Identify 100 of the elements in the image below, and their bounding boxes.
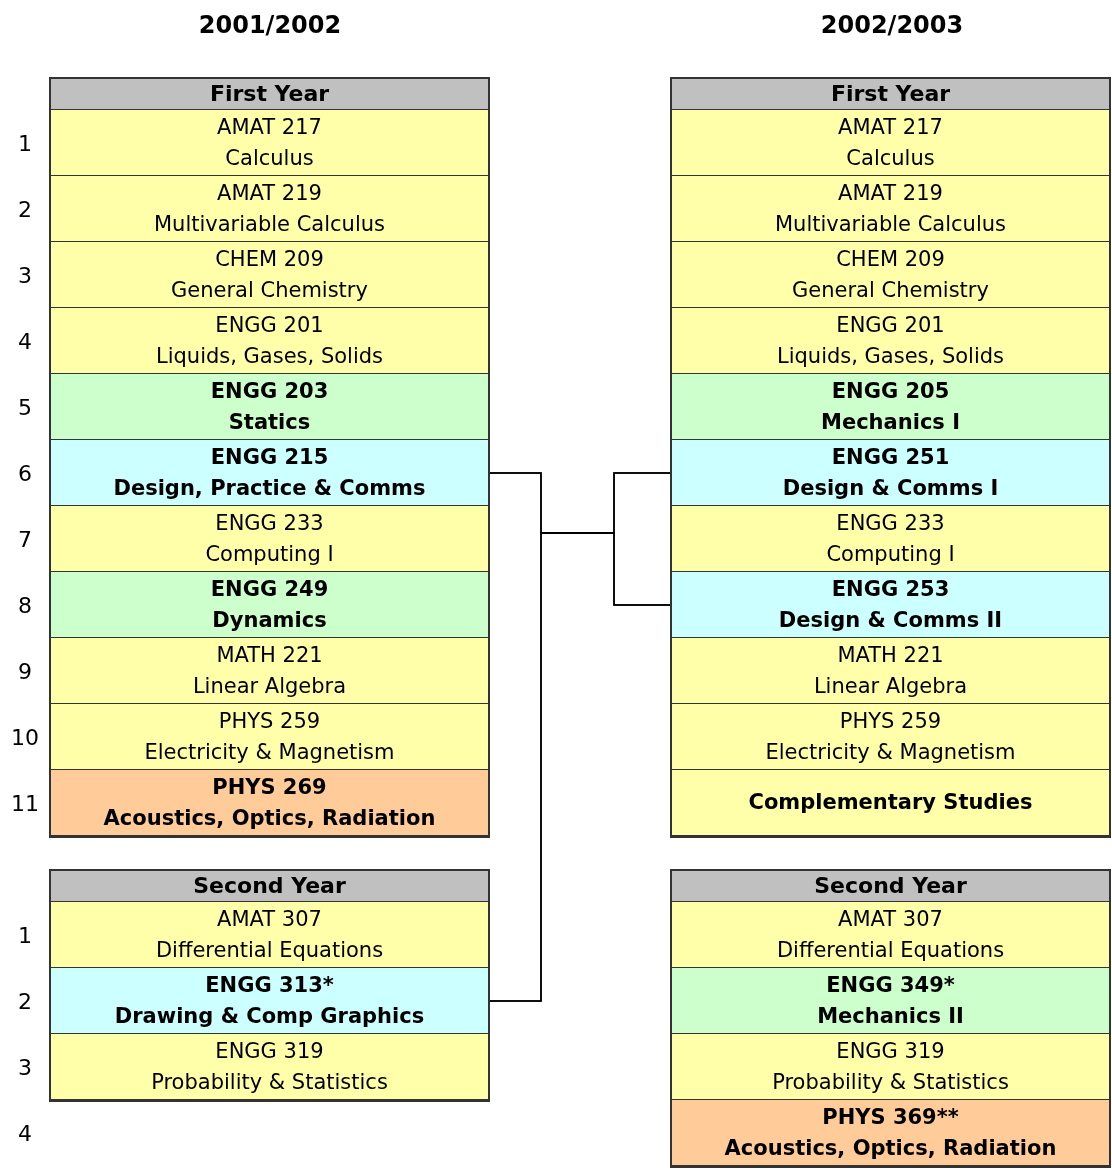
row-number: 10 bbox=[11, 723, 39, 752]
course-cell bbox=[672, 572, 1109, 638]
course-code: MATH 221 bbox=[216, 641, 323, 669]
course-cell bbox=[672, 704, 1109, 770]
table-heading: Second Year bbox=[51, 871, 488, 902]
course-code: AMAT 217 bbox=[838, 113, 943, 141]
course-title: Design & Comms I bbox=[782, 474, 999, 502]
course-code: ENGG 349* bbox=[826, 971, 955, 999]
row-number: 4 bbox=[18, 327, 32, 356]
course-title: Mechanics II bbox=[817, 1002, 964, 1030]
course-title: Computing I bbox=[205, 540, 334, 568]
course-code: ENGG 233 bbox=[215, 509, 324, 537]
row-number: 11 bbox=[11, 789, 39, 818]
course-cell bbox=[672, 506, 1109, 572]
course-cell bbox=[672, 1034, 1109, 1100]
course-title: Design, Practice & Comms bbox=[113, 474, 426, 502]
course-title: Computing I bbox=[826, 540, 955, 568]
course-title: Drawing & Comp Graphics bbox=[114, 1002, 425, 1030]
course-title: Calculus bbox=[846, 144, 935, 172]
course-code: AMAT 219 bbox=[217, 179, 322, 207]
course-title: Probability & Statistics bbox=[151, 1068, 388, 1096]
course-title: Electricity & Magnetism bbox=[765, 738, 1016, 766]
course-title: Liquids, Gases, Solids bbox=[155, 342, 383, 370]
course-code: AMAT 307 bbox=[838, 905, 943, 933]
course-title: Probability & Statistics bbox=[772, 1068, 1009, 1096]
course-code: ENGG 201 bbox=[215, 311, 324, 339]
course-cell bbox=[672, 176, 1109, 242]
course-code: CHEM 209 bbox=[215, 245, 324, 273]
course-code: PHYS 259 bbox=[839, 707, 942, 735]
course-code: PHYS 369** bbox=[822, 1103, 959, 1131]
row-number: 8 bbox=[18, 591, 32, 620]
course-cell bbox=[672, 374, 1109, 440]
course-code: ENGG 205 bbox=[831, 377, 950, 405]
course-title: Differential Equations bbox=[155, 936, 384, 964]
course-cell bbox=[51, 176, 488, 242]
column-title: 2002/2003 bbox=[820, 10, 964, 41]
course-code: ENGG 233 bbox=[836, 509, 945, 537]
course-title: Liquids, Gases, Solids bbox=[776, 342, 1004, 370]
course-cell bbox=[51, 638, 488, 704]
course-cell bbox=[672, 308, 1109, 374]
course-code: PHYS 269 bbox=[212, 773, 327, 801]
course-code: CHEM 209 bbox=[836, 245, 945, 273]
column-title: 2001/2002 bbox=[198, 10, 342, 41]
course-table bbox=[49, 77, 490, 838]
course-code: ENGG 201 bbox=[836, 311, 945, 339]
course-code: ENGG 253 bbox=[831, 575, 950, 603]
course-code: ENGG 319 bbox=[215, 1037, 324, 1065]
course-code: MATH 221 bbox=[837, 641, 944, 669]
row-number: 6 bbox=[18, 459, 32, 488]
course-title: Statics bbox=[228, 408, 311, 436]
course-code: AMAT 307 bbox=[217, 905, 322, 933]
course-cell bbox=[51, 242, 488, 308]
course-title: Design & Comms II bbox=[778, 606, 1003, 634]
course-title: Dynamics bbox=[212, 606, 327, 634]
row-number: 1 bbox=[18, 129, 32, 158]
course-table bbox=[670, 869, 1111, 1168]
course-code: AMAT 219 bbox=[838, 179, 943, 207]
course-cell bbox=[51, 110, 488, 176]
course-cell bbox=[672, 1100, 1109, 1166]
course-title: Complementary Studies bbox=[748, 789, 1033, 816]
course-table bbox=[49, 869, 490, 1102]
course-cell bbox=[51, 308, 488, 374]
row-number: 9 bbox=[18, 657, 32, 686]
course-cell bbox=[51, 506, 488, 572]
course-title: General Chemistry bbox=[171, 276, 368, 304]
course-code: ENGG 215 bbox=[210, 443, 329, 471]
table-heading: First Year bbox=[51, 79, 488, 110]
course-cell bbox=[672, 968, 1109, 1034]
course-cell bbox=[51, 902, 488, 968]
course-cell bbox=[51, 968, 488, 1034]
course-cell bbox=[51, 1034, 488, 1100]
course-title: Mechanics I bbox=[821, 408, 960, 436]
course-title: Linear Algebra bbox=[192, 672, 347, 700]
course-code: ENGG 313* bbox=[205, 971, 334, 999]
course-table bbox=[670, 77, 1111, 838]
course-code: ENGG 249 bbox=[210, 575, 329, 603]
row-number: 5 bbox=[18, 393, 32, 422]
course-title: Electricity & Magnetism bbox=[144, 738, 395, 766]
row-number: 2 bbox=[18, 195, 32, 224]
row-number: 3 bbox=[18, 1053, 32, 1082]
course-cell bbox=[672, 242, 1109, 308]
course-title: Acoustics, Optics, Radiation bbox=[724, 1134, 1057, 1162]
row-number: 3 bbox=[18, 261, 32, 290]
row-number: 4 bbox=[18, 1119, 32, 1148]
course-code: AMAT 217 bbox=[217, 113, 322, 141]
course-code: PHYS 259 bbox=[218, 707, 321, 735]
row-number: 7 bbox=[18, 525, 32, 554]
course-code: ENGG 251 bbox=[831, 443, 950, 471]
table-heading: First Year bbox=[672, 79, 1109, 110]
course-cell bbox=[51, 704, 488, 770]
course-cell bbox=[672, 110, 1109, 176]
row-number: 1 bbox=[18, 921, 32, 950]
course-cell bbox=[51, 374, 488, 440]
course-cell bbox=[672, 770, 1109, 836]
course-cell bbox=[51, 440, 488, 506]
row-number: 2 bbox=[18, 987, 32, 1016]
course-code: ENGG 203 bbox=[210, 377, 329, 405]
course-cell bbox=[51, 770, 488, 836]
course-title: Linear Algebra bbox=[813, 672, 968, 700]
course-cell bbox=[672, 440, 1109, 506]
